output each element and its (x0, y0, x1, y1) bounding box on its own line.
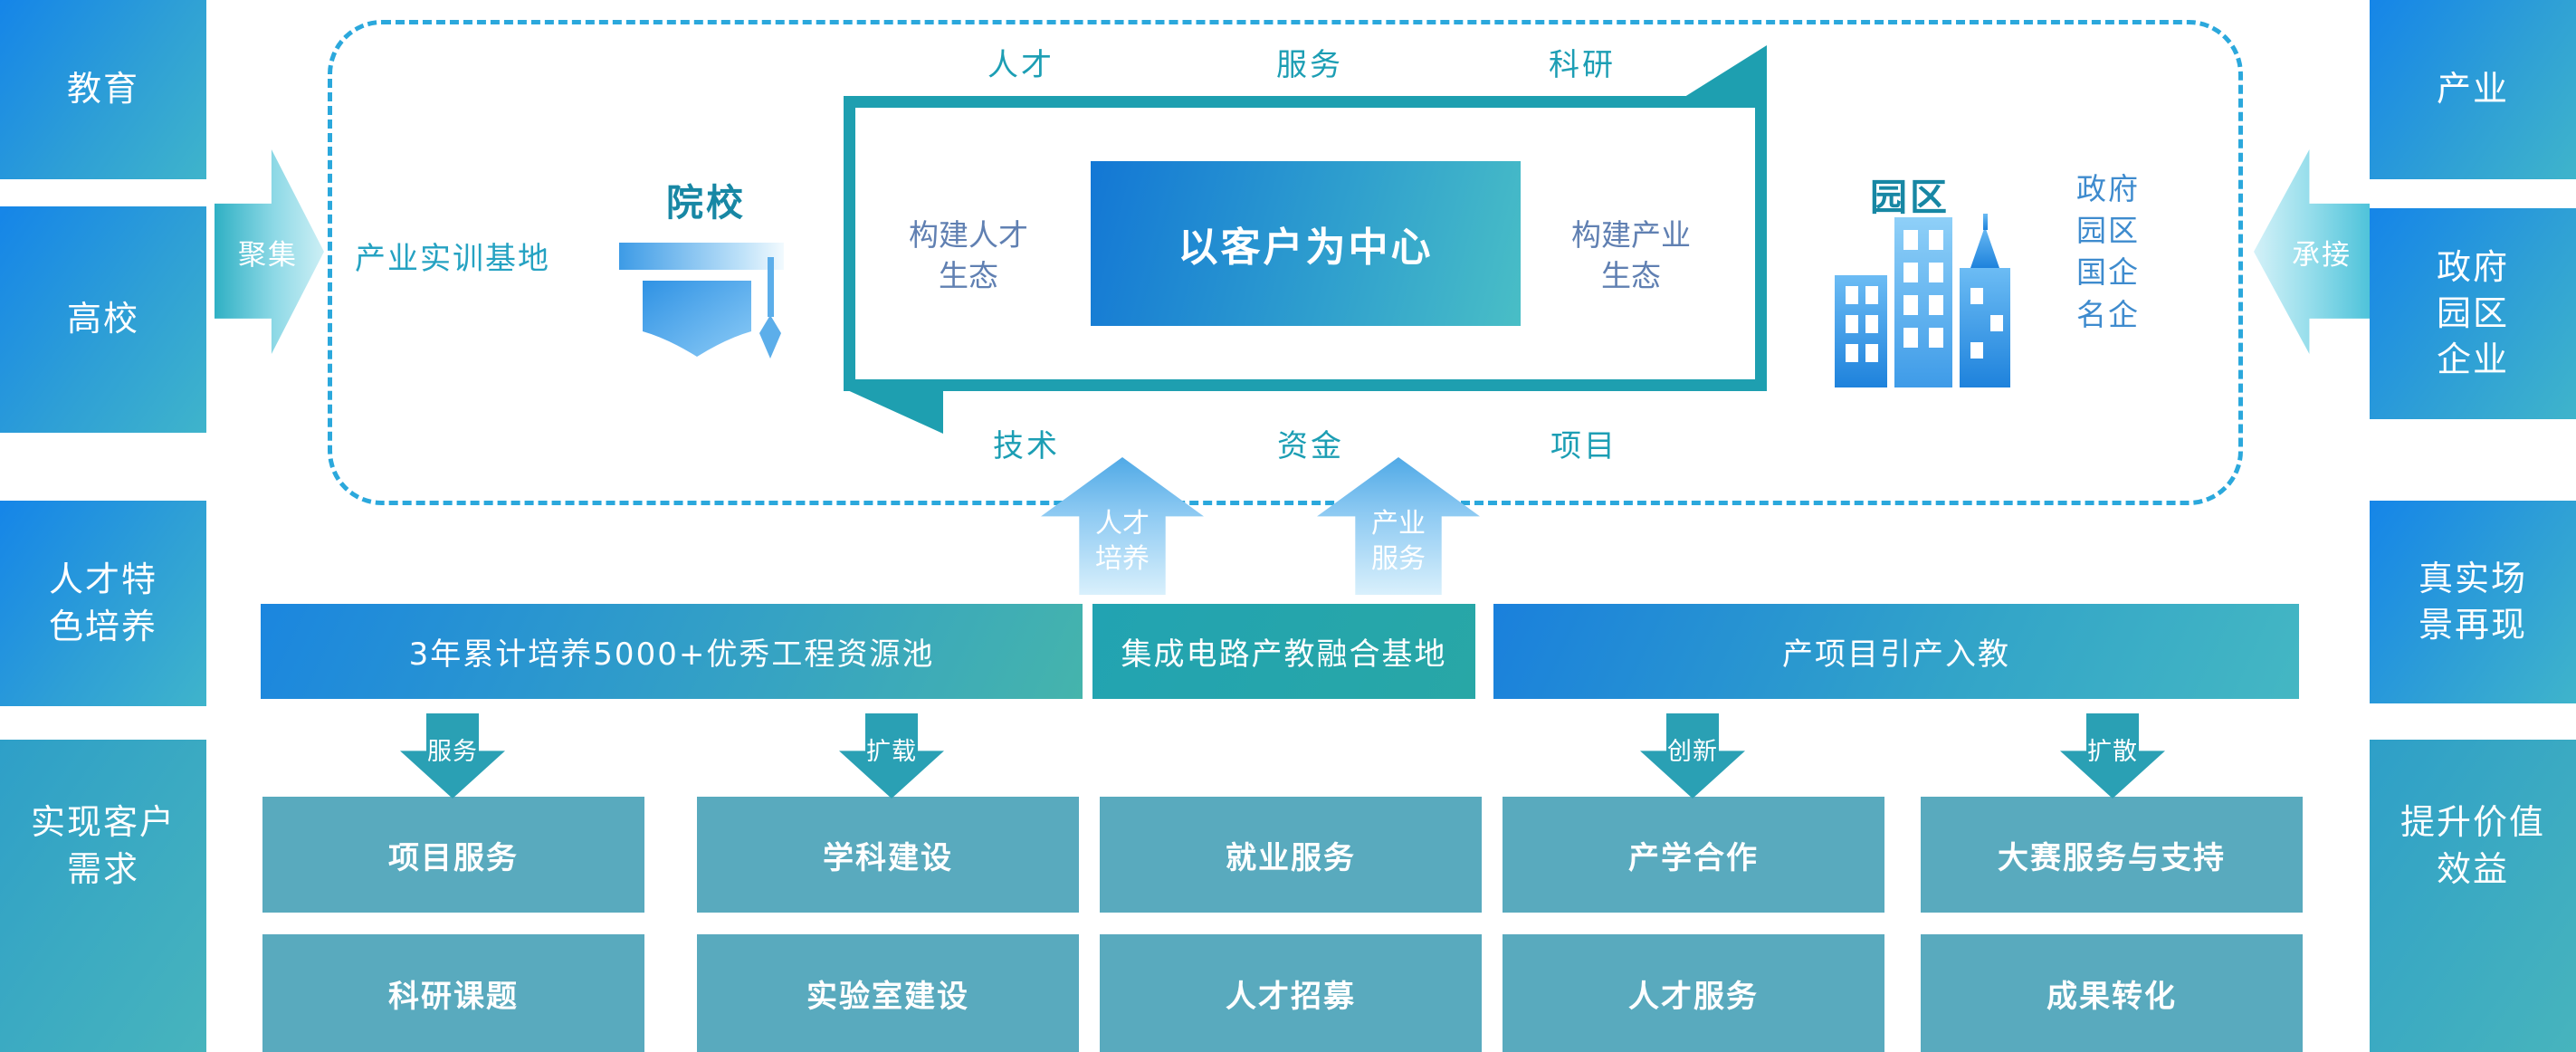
service-box-talent-service: 人才服务 (1503, 934, 1884, 1052)
customer-centric-box: 以客户为中心 (1091, 161, 1521, 326)
undertake-arrow-label: 承接 (2292, 238, 2352, 272)
diffusion-down-arrow: 扩散 (2060, 713, 2165, 799)
service-box-research-topics: 科研课题 (262, 934, 644, 1052)
bar-industry-project-into-teaching: 产项目引产入教 (1493, 604, 2299, 699)
bar-engineer-resource-pool: 3年累计培养5000+优秀工程资源池 (261, 604, 1083, 699)
note-talent-ecosystem: 构建人才 生态 (909, 217, 1028, 293)
service-box-employment-service: 就业服务 (1100, 797, 1482, 913)
tick-service: 服务 (1276, 47, 1343, 83)
park-caption: 政府 园区 国企 名企 (2076, 171, 2140, 332)
service-box-project-service: 项目服务 (262, 797, 644, 913)
sidebar-right-gov-park-enterprise: 政府 园区 企业 (2370, 208, 2576, 419)
ecosystem-dashed-frame (328, 20, 2243, 505)
service-down-arrow: 服务 (400, 713, 505, 799)
graduation-cap-icon (619, 243, 784, 359)
hub-ribbon-box (844, 96, 1767, 391)
tick-talent: 人才 (987, 47, 1054, 83)
tick-research: 科研 (1549, 47, 1616, 83)
service-box-lab-construction: 实验室建设 (697, 934, 1079, 1052)
service-box-talent-recruitment: 人才招募 (1100, 934, 1482, 1052)
diffusion-down-label: 扩散 (2087, 737, 2138, 766)
gather-arrow-label: 聚集 (238, 238, 298, 272)
gather-arrow-icon: 聚集 (215, 149, 324, 354)
sidebar-left-customer-needs: 实现客户 需求 (0, 740, 206, 1052)
service-box-industry-academia-cooperation: 产学合作 (1503, 797, 1884, 913)
service-down-label: 服务 (427, 737, 478, 766)
customer-centric-label: 以客户为中心 (1178, 225, 1434, 271)
expand-down-arrow: 扩载 (839, 713, 944, 799)
college-caption: 产业实训基地 (355, 241, 550, 277)
undertake-arrow-icon: 承接 (2254, 149, 2370, 354)
sidebar-left-university: 高校 (0, 206, 206, 433)
sidebar-left-education: 教育 (0, 0, 206, 179)
sidebar-left-talent-training: 人才特 色培养 (0, 501, 206, 706)
service-box-discipline-construction: 学科建设 (697, 797, 1079, 913)
tick-project: 项目 (1550, 428, 1617, 464)
talent-cultivation-label: 人才 培养 (1095, 508, 1150, 575)
innovation-down-label: 创新 (1667, 737, 1718, 766)
buildings-icon (1835, 214, 2010, 387)
expand-down-label: 扩载 (866, 737, 917, 766)
sidebar-right-value-benefit: 提升价值 效益 (2370, 740, 2576, 1052)
note-industry-ecosystem: 构建产业 生态 (1571, 217, 1691, 293)
industry-service-label: 产业 服务 (1371, 508, 1426, 575)
college-title: 院校 (666, 181, 746, 225)
service-box-competition-support: 大赛服务与支持 (1921, 797, 2303, 913)
park-title: 园区 (1870, 176, 1950, 219)
sidebar-right-industry: 产业 (2370, 0, 2576, 179)
bar-ic-education-base: 集成电路产教融合基地 (1092, 604, 1475, 699)
tick-capital: 资金 (1277, 428, 1344, 464)
innovation-down-arrow: 创新 (1640, 713, 1745, 799)
sidebar-right-real-scene: 真实场 景再现 (2370, 501, 2576, 703)
tick-technology: 技术 (993, 428, 1060, 464)
service-box-achievement-transformation: 成果转化 (1921, 934, 2303, 1052)
